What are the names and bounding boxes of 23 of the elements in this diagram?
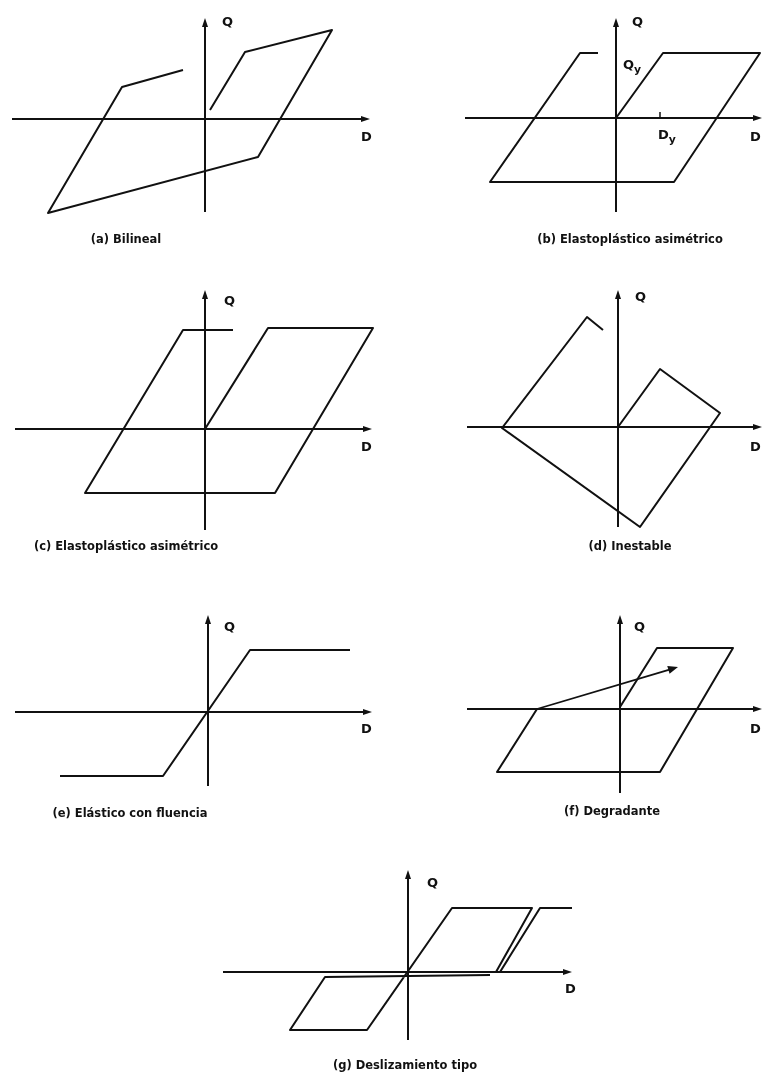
figure-caption: (d) Inestable [588, 541, 672, 553]
axis-label: Q [427, 876, 439, 889]
axis-label: D$_{y}$ [658, 128, 676, 146]
axis-label: D [750, 130, 761, 143]
axis-label: Q$_{y}$ [623, 58, 642, 76]
axis-label: D [361, 440, 372, 453]
figure-caption: (c) Elastoplástico asimétrico [33, 541, 219, 553]
axis-label: D [361, 130, 372, 143]
figure-caption: (a) Bilineal [90, 234, 162, 246]
axis-label: Q [224, 620, 236, 633]
axis-label: D [750, 440, 761, 453]
axis-label: Q [632, 15, 644, 28]
figure-caption: (b) Elastoplástico asimétrico [537, 234, 723, 246]
axis-label: Q [635, 290, 647, 303]
figure-caption: (f) Degradante [564, 806, 660, 818]
axis-label: D [361, 722, 372, 735]
axis-label: Q [224, 294, 236, 307]
axis-label: D [750, 722, 761, 735]
figure-caption: (g) Deslizamiento tipo [332, 1060, 478, 1072]
axis-label: Q [222, 15, 234, 28]
axis-label: D [565, 982, 576, 995]
figure-caption: (e) Elástico con fluencia [52, 808, 208, 820]
axis-label: Q [634, 620, 646, 633]
